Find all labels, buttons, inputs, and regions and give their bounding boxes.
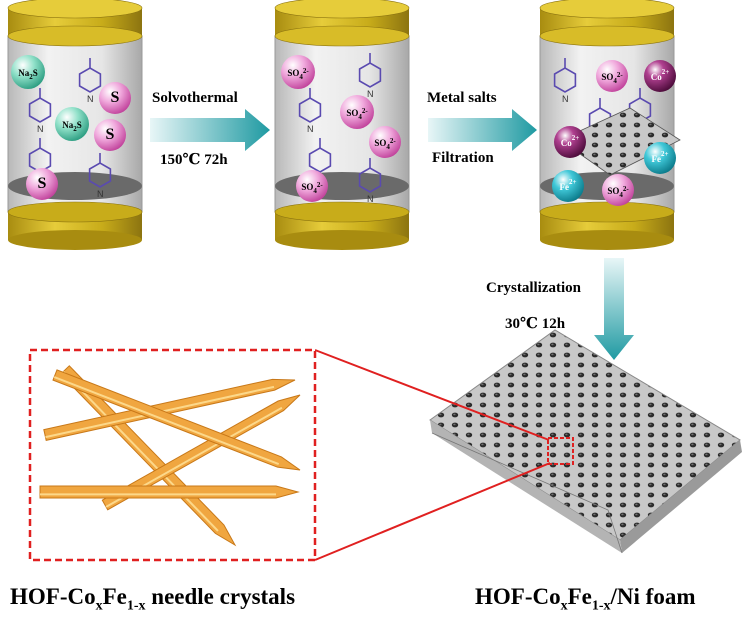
svg-text:SO42-: SO42- (374, 137, 396, 151)
arrow-crystallization (594, 258, 634, 360)
fe-ion-sphere: Fe2+ (644, 142, 676, 174)
svg-text:N: N (367, 89, 374, 99)
step3-label-line2: 30℃ 12h (505, 316, 566, 332)
zoom-line-top (314, 349, 550, 441)
so4-sphere: SO42- (296, 170, 328, 202)
s-sphere: S (26, 168, 58, 200)
step1-label-line1: Solvothermal (152, 90, 238, 106)
so4-sphere: SO42- (281, 55, 315, 89)
svg-text:Na2S: Na2S (18, 68, 38, 81)
svg-text:SO42-: SO42- (607, 185, 629, 199)
caption-ni-foam: HOF-CoxFe1-x/Ni foam (475, 584, 696, 614)
s-sphere: S (94, 119, 126, 151)
svg-text:SO42-: SO42- (301, 181, 323, 195)
svg-text:SO42-: SO42- (346, 107, 368, 121)
svg-text:N: N (367, 194, 374, 204)
svg-text:Na2S: Na2S (62, 120, 82, 133)
arrow-solvothermal (150, 109, 270, 151)
needle-crystal (52, 369, 301, 471)
svg-text:N: N (87, 94, 94, 104)
svg-text:Fe2+: Fe2+ (560, 178, 577, 192)
caption-needle-crystals: HOF-CoxFe1-x needle crystals (10, 584, 296, 614)
reaction-vessel-1: NNNNNa2SNa2SSSS (7, 0, 143, 250)
co-ion-sphere: Co2+ (644, 60, 676, 92)
svg-text:N: N (562, 94, 569, 104)
so4-sphere: SO42- (596, 60, 628, 92)
step2-label-line2: Filtration (432, 150, 494, 166)
svg-text:N: N (37, 124, 44, 134)
ni-foam-sheet (429, 329, 742, 554)
svg-text:Co2+: Co2+ (651, 68, 670, 82)
svg-text:SO42-: SO42- (287, 67, 309, 81)
zoom-line-bottom (314, 462, 551, 561)
svg-text:S: S (106, 126, 115, 143)
co-ion-sphere: Co2+ (554, 126, 586, 158)
s-sphere: S (99, 82, 131, 114)
step2-label-line1: Metal salts (427, 90, 497, 106)
na2s-sphere: Na2S (55, 107, 89, 141)
arrow-metal-salts (428, 109, 537, 151)
svg-text:N: N (97, 189, 104, 199)
fe-ion-sphere: Fe2+ (552, 170, 584, 202)
so4-sphere: SO42- (340, 95, 374, 129)
so4-sphere: SO42- (602, 174, 634, 206)
svg-text:Fe2+: Fe2+ (652, 150, 669, 164)
svg-text:Co2+: Co2+ (561, 134, 580, 148)
svg-text:S: S (38, 175, 47, 192)
needle-crystal (39, 485, 300, 499)
zoom-region-marker (547, 437, 574, 465)
step3-label-line1: Crystallization (486, 280, 581, 296)
needle-crystal (59, 365, 237, 547)
so4-sphere: SO42- (369, 126, 401, 158)
reaction-vessel-2: NNNNSO42-SO42-SO42-SO42- (274, 0, 410, 250)
step1-label-line2: 150℃ 72h (160, 152, 228, 168)
svg-text:N: N (307, 124, 314, 134)
svg-text:S: S (111, 89, 120, 106)
na2s-sphere: Na2S (11, 55, 45, 89)
svg-text:SO42-: SO42- (601, 71, 623, 85)
needle-crystals (39, 365, 301, 547)
